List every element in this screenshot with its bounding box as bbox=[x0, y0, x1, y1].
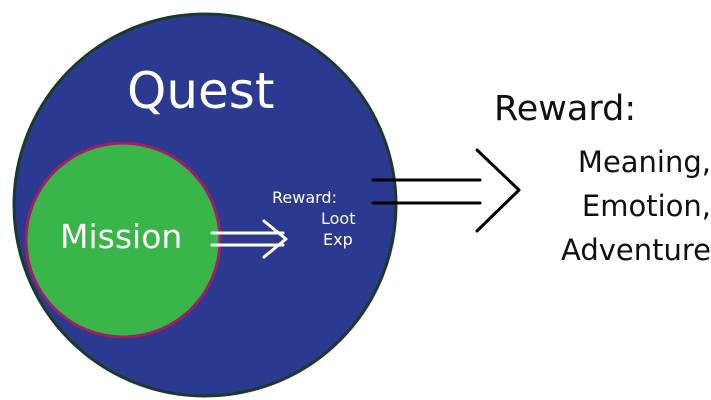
mission-to-reward-arrow bbox=[210, 219, 288, 259]
large-arrow-head bbox=[475, 148, 521, 233]
mission-label: Mission bbox=[60, 217, 183, 256]
small-arrow-head bbox=[262, 219, 288, 259]
outer-reward-title: Reward: bbox=[494, 89, 637, 129]
mission-circle bbox=[24, 141, 222, 339]
inner-reward-title: Reward: bbox=[272, 188, 337, 207]
outer-reward-list: Meaning, Emotion, Adventure bbox=[549, 140, 711, 272]
outer-reward-item-adventure: Adventure bbox=[561, 233, 711, 267]
outer-reward-item-meaning: Meaning, bbox=[577, 145, 711, 179]
inner-reward-item-loot: Loot bbox=[321, 209, 356, 228]
inner-reward-item-exp: Exp bbox=[323, 230, 353, 249]
inner-reward-block: Reward: Loot Exp bbox=[272, 187, 355, 250]
quest-label: Quest bbox=[127, 62, 275, 120]
quest-to-reward-arrow bbox=[371, 148, 521, 233]
outer-reward-item-emotion: Emotion, bbox=[581, 189, 711, 223]
